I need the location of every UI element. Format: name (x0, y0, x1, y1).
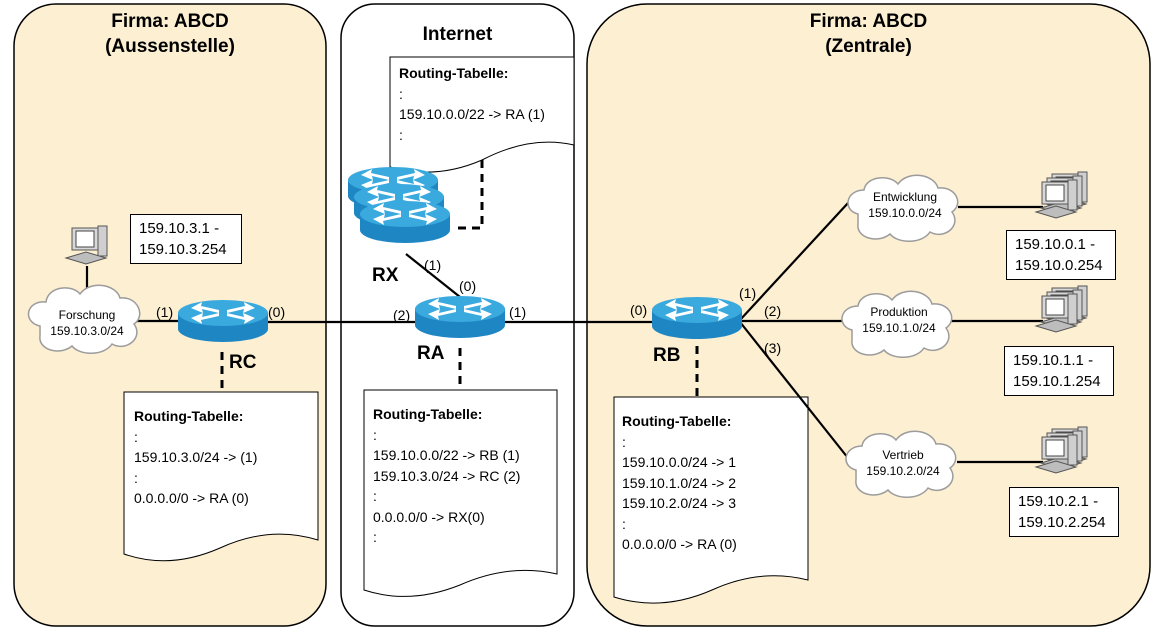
routing-table-rb-row: 0.0.0.0/0 -> RA (0) (622, 536, 737, 552)
router-label-rb: RB (653, 345, 681, 366)
ip-range-entwicklung-end: 159.10.0.254 (1015, 257, 1103, 274)
network-address-produktion: 159.10.1.0/24 (862, 321, 936, 335)
routing-table-paper-rb (613, 396, 809, 604)
ip-range-vertrieb: 159.10.2.1 - 159.10.2.254 (1009, 487, 1119, 537)
router-ra-icon (415, 296, 505, 338)
ip-range-entwicklung: 159.10.0.1 - 159.10.0.254 (1006, 230, 1116, 280)
cloud-label-entwicklung: Entwicklung 159.10.0.0/24 (848, 189, 962, 221)
ip-range-produktion-end: 159.10.1.254 (1013, 373, 1101, 390)
cloud-label-forschung: Forschung 159.10.3.0/24 (30, 307, 144, 339)
zone-title-internet: Internet (341, 22, 574, 47)
link-rb-vertrieb (739, 321, 849, 459)
pc-forschung-icon (65, 225, 108, 265)
zone-title-zentrale: Firma: ABCD (Zentrale) (587, 9, 1150, 59)
leader-rx (452, 160, 484, 230)
network-address-vertrieb: 159.10.2.0/24 (866, 464, 940, 478)
routing-table-ra-row: 159.10.3.0/24 -> RC (2) (373, 467, 521, 484)
port-rx-1: (1) (424, 257, 442, 273)
port-ra-0: (0) (459, 278, 477, 294)
port-rb-1: (1) (739, 285, 757, 301)
cloud-vertrieb (845, 430, 957, 498)
link-rx-ra (405, 253, 461, 298)
ip-range-vertrieb-start: 159.10.2.1 - (1018, 493, 1099, 510)
port-rb-2: (2) (764, 303, 782, 319)
routing-table-ra-row: 159.10.0.0/22 -> RB (1) (373, 447, 520, 463)
ip-range-forschung: 159.10.3.1 - 159.10.3.254 (130, 214, 242, 264)
zone-title-aussenstelle-line1: Firma: ABCD (111, 11, 229, 32)
routing-table-rx: Routing-Tabelle: : 159.10.0.0/22 -> RA (… (399, 63, 545, 145)
routing-table-rx-row: : (399, 126, 403, 143)
routing-table-rc-row: 159.10.3.0/24 -> (1) (134, 449, 258, 465)
ip-range-entwicklung-start: 159.10.0.1 - (1015, 236, 1096, 253)
link-rb-entwicklung (739, 202, 849, 321)
routing-table-rc-row: 0.0.0.0/0 -> RA (0) (134, 490, 249, 506)
routing-table-ra-row: 0.0.0.0/0 -> RX(0) (373, 508, 485, 525)
router-rc-icon (178, 300, 268, 342)
routing-table-rc-row: : (134, 428, 138, 445)
port-rc-1: (1) (156, 304, 174, 320)
routing-table-rb-row: : (622, 515, 626, 532)
port-rb-0: (0) (630, 302, 648, 318)
router-rx-stack-icon (348, 167, 450, 243)
ip-range-forschung-end: 159.10.3.254 (139, 241, 227, 258)
port-ra-1: (1) (509, 304, 527, 320)
routing-table-rb-row: 159.10.2.0/24 -> 3 (622, 495, 737, 511)
router-label-rx: RX (372, 265, 399, 286)
routing-table-rc-row: : (134, 469, 138, 486)
network-address-entwicklung: 159.10.0.0/24 (868, 206, 942, 220)
zone-title-zentrale-line2: (Zentrale) (825, 36, 912, 57)
cloud-entwicklung (847, 174, 959, 242)
cloud-label-vertrieb: Vertrieb 159.10.2.0/24 (846, 447, 960, 479)
network-name-entwicklung: Entwicklung (872, 190, 938, 204)
network-address-forschung: 159.10.3.0/24 (50, 324, 124, 338)
ip-range-produktion-start: 159.10.1.1 - (1013, 352, 1094, 369)
routing-table-rb: Routing-Tabelle: : 159.10.0.0/24 -> 1 15… (622, 411, 737, 555)
router-label-rc: RC (229, 352, 257, 373)
routing-table-ra-header: Routing-Tabelle: (373, 406, 483, 422)
routing-table-ra-row: : (373, 426, 377, 443)
routing-table-ra: Routing-Tabelle: : 159.10.0.0/22 -> RB (… (373, 404, 520, 548)
zone-title-zentrale-line1: Firma: ABCD (809, 11, 928, 32)
network-name-produktion: Produktion (870, 305, 928, 319)
routing-table-rx-row: : (399, 85, 403, 102)
routing-table-rb-row: 159.10.1.0/24 -> 2 (622, 474, 737, 491)
cloud-produktion (841, 290, 953, 358)
routing-table-rb-row: 159.10.0.0/24 -> 1 (622, 454, 737, 470)
routing-table-rx-header: Routing-Tabelle: (399, 65, 509, 81)
zone-title-internet-text: Internet (422, 24, 493, 45)
zone-title-aussenstelle: Firma: ABCD (Aussenstelle) (14, 9, 326, 59)
routing-table-paper-rc (123, 391, 319, 562)
network-name-forschung: Forschung (58, 308, 116, 322)
port-rb-3: (3) (764, 340, 782, 356)
routing-table-rb-row: : (622, 433, 626, 450)
port-ra-2: (2) (393, 307, 411, 323)
routing-table-ra-row: : (373, 488, 377, 504)
router-rb-icon (652, 297, 742, 339)
routing-table-rc: Routing-Tabelle: : 159.10.3.0/24 -> (1) … (134, 406, 257, 509)
routing-table-rb-header: Routing-Tabelle: (622, 413, 732, 429)
ip-range-produktion: 159.10.1.1 - 159.10.1.254 (1004, 346, 1114, 396)
network-name-vertrieb: Vertrieb (882, 448, 924, 462)
router-label-ra: RA (417, 343, 445, 364)
zone-title-aussenstelle-line2: (Aussenstelle) (105, 36, 235, 57)
routing-table-rc-header: Routing-Tabelle: (134, 408, 244, 424)
ip-range-forschung-start: 159.10.3.1 - (139, 220, 220, 237)
routing-table-rx-row: 159.10.0.0/22 -> RA (1) (399, 106, 545, 122)
cloud-forschung (27, 284, 141, 354)
routing-table-ra-row: : (373, 529, 377, 545)
ip-range-vertrieb-end: 159.10.2.254 (1018, 514, 1106, 531)
port-rc-0: (0) (268, 304, 286, 320)
cloud-label-produktion: Produktion 159.10.1.0/24 (842, 304, 956, 336)
routing-table-paper-ra (363, 389, 558, 597)
